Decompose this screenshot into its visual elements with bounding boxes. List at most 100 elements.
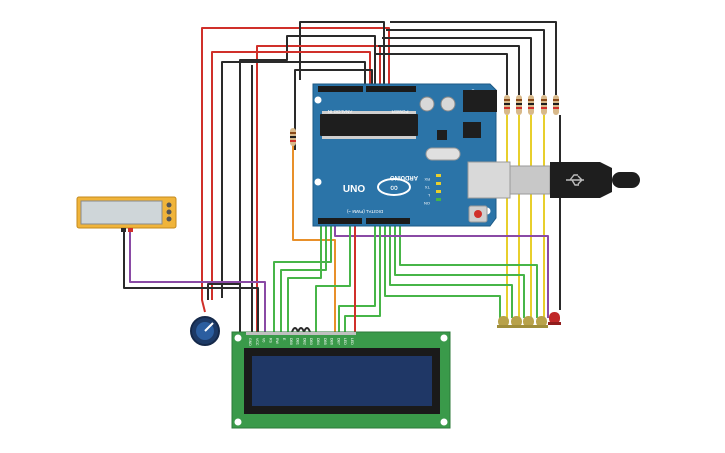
board-model: UNO [343,184,365,195]
wire-purple-meter[interactable] [129,230,266,332]
mount-hole-icon [314,178,322,186]
lcd-pin-label: VCC [255,338,259,346]
l-label: L [427,193,430,198]
mount-hole-icon [440,418,448,426]
resistor-3[interactable] [528,95,534,115]
probe-red[interactable] [128,228,133,232]
led-yellow-2[interactable] [510,316,523,328]
wire-green-led1[interactable] [384,226,501,318]
resistor-5[interactable] [553,95,559,115]
led-yellow-3[interactable] [522,316,535,328]
wire-green-lcd4[interactable] [315,226,351,332]
wire-green-led3[interactable] [394,226,525,318]
arduino-logo: ∞ [377,178,411,196]
power-header[interactable] [366,86,416,92]
usb-cable[interactable] [509,162,640,198]
multimeter-port-icon [166,202,172,208]
lcd-pin-header[interactable] [246,332,356,335]
lcd-pin-label: RW [275,338,279,344]
wire-black-3[interactable] [221,61,366,298]
analog-header[interactable] [318,86,363,92]
potentiometer-icon[interactable] [190,316,220,346]
resistor-1[interactable] [504,95,510,115]
multimeter-port-icon [166,216,172,222]
leds [497,312,561,328]
chip-pins [322,136,416,139]
usb-cable-end [612,172,640,188]
wire-coil [291,327,311,333]
multimeter-display [80,200,163,225]
wire-black-r3[interactable] [382,37,532,95]
lcd-pin-label: DB3 [309,338,313,345]
lcd-module[interactable] [231,331,451,429]
wire-black-r4[interactable] [378,45,520,95]
wire-black-2[interactable] [239,35,376,332]
wire-red-2[interactable] [256,45,381,332]
crystal-oscillator [425,147,461,161]
lcd-pin-label: DB6 [330,338,334,345]
chip-pins [322,111,416,114]
wire-green-led4[interactable] [399,226,538,318]
power-jack[interactable] [463,90,497,112]
wire-black-r1[interactable] [390,21,557,95]
resistor-4[interactable] [541,95,547,115]
lcd-screen [252,356,432,406]
reset-button-cap[interactable] [474,210,482,218]
analog-label: ANALOG IN [328,109,353,114]
resistor-lcd[interactable] [290,128,296,146]
rx-label: RX [424,177,430,182]
capacitor-icon [440,96,456,112]
digital-header-high[interactable] [318,218,362,224]
rx-led [436,182,441,185]
wire-green-lcd5[interactable] [344,226,381,332]
wire-black-r5[interactable] [374,53,508,95]
mount-hole-icon [234,418,242,426]
wire-black-meter[interactable] [123,230,259,332]
multimeter-port-icon [166,209,172,215]
tx-led [436,174,441,177]
on-led [436,198,441,201]
wire-black-pot[interactable] [207,283,240,300]
wire-green-lcd2[interactable] [280,226,327,332]
power-label: POWER [391,109,409,114]
arduino-board[interactable]: ∞ UNO ARDUINO DIGITAL (PWM ~) POWER ANAL… [312,83,511,227]
wire-green-lcd1[interactable] [273,226,332,332]
on-label: ON [424,201,430,206]
led-yellow-1[interactable] [497,316,510,328]
digital-header-low[interactable] [366,218,410,224]
board-brand: ARDUINO [390,174,418,180]
usb-port[interactable] [467,161,511,199]
wire-black-4[interactable] [294,69,373,150]
lcd-pin-label: GND [248,338,252,346]
led-yellow-4[interactable] [535,316,548,328]
wire-green-lcd6[interactable] [338,226,376,332]
tx-label: TX [425,185,430,190]
wire-purple-led5[interactable] [334,226,549,318]
probe-black[interactable] [121,228,126,232]
lcd-pin-label: LED [350,338,354,345]
wire-black-r2[interactable] [386,29,545,95]
lcd-pin-label: E [282,338,286,341]
microcontroller-chip [320,114,418,136]
wires [123,21,561,333]
capacitor-icon [419,96,435,112]
digital-label: DIGITAL (PWM ~) [346,209,383,214]
lcd-pin-label: DB5 [323,338,327,345]
lcd-pin-label: V0 [262,338,266,342]
lcd-pin-label: LED [343,338,347,345]
resistor-2[interactable] [516,95,522,115]
lcd-pin-label: RS [268,338,272,344]
led-red[interactable] [548,312,561,325]
resistors [290,95,559,146]
multimeter[interactable] [76,196,177,232]
usb-chip [463,122,481,138]
wire-green-led2[interactable] [389,226,513,318]
logo-symbol: ∞ [390,182,398,194]
wire-red-5v[interactable] [201,27,390,313]
wire-green-lcd3[interactable] [287,226,322,332]
mount-hole-icon [440,334,448,342]
mount-hole-icon [234,334,242,342]
